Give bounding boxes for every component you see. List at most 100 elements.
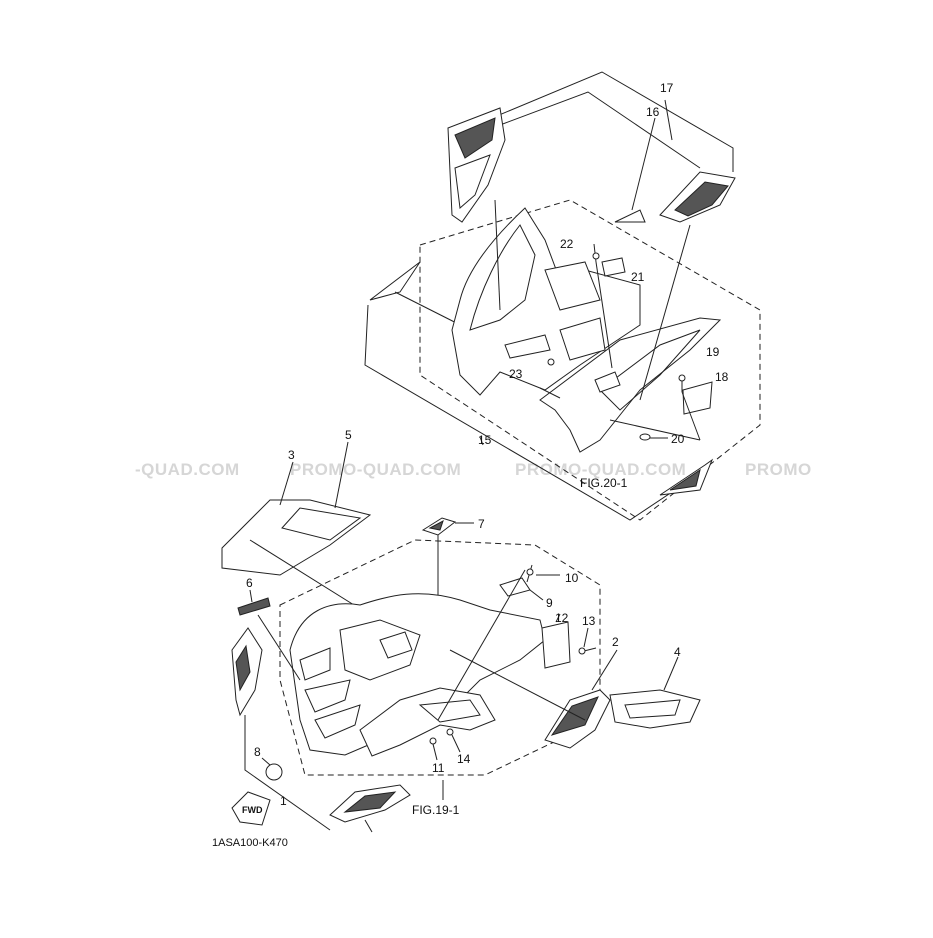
- rear-fender-box: [559, 317, 606, 361]
- front-top-decal: [221, 499, 372, 576]
- callout-4: 4: [674, 645, 681, 659]
- leader-15: [479, 436, 484, 446]
- leader-16: [499, 91, 701, 169]
- callout-10: 10: [565, 571, 579, 585]
- part-20-cap: [639, 433, 651, 441]
- part-4-decal-stripe: [624, 699, 681, 719]
- front-fender-hood: [379, 631, 413, 659]
- leader-2b: [449, 649, 586, 721]
- part-18-label: [682, 381, 713, 415]
- part-22-head: [592, 252, 600, 260]
- fig-20-1-ref: FIG.20-1: [580, 476, 628, 490]
- callout-19: 19: [706, 345, 720, 359]
- leader-19: [681, 391, 701, 441]
- part-2-decal-logo: [550, 696, 599, 736]
- leader-16-left: [494, 199, 501, 311]
- callout-1: 1: [280, 794, 287, 808]
- rear-decal-left-logo: [454, 117, 496, 159]
- leader-1: [244, 715, 331, 831]
- callout-20: 20: [671, 432, 685, 446]
- leader-16b: [631, 117, 656, 211]
- rear-decal-left-stripe: [454, 154, 491, 209]
- rear-flap-left: [369, 261, 421, 301]
- watermark-1: -QUAD.COM: [135, 460, 240, 479]
- callout-18: 18: [715, 370, 729, 384]
- leader-12: [555, 613, 561, 623]
- front-fender-grille-1: [304, 679, 351, 713]
- fig-19-1-ref: FIG.19-1: [412, 803, 460, 817]
- callout-8: 8: [254, 745, 261, 759]
- callout-12: 12: [555, 611, 569, 625]
- leader-16-right: [639, 224, 691, 401]
- rear-fender-group: [364, 71, 761, 521]
- front-fender-grille-2: [314, 704, 361, 739]
- part-4-decal: [609, 689, 701, 729]
- part-13-head: [578, 647, 586, 655]
- leader-3: [279, 461, 294, 506]
- rear-fender-panel: [469, 224, 536, 331]
- callout-16: 16: [646, 105, 660, 119]
- rear-side-panel-stripe: [599, 329, 701, 411]
- front-fender-group: FWD: [221, 441, 701, 833]
- rear-fender-seat: [544, 261, 601, 311]
- leader-3b: [249, 539, 371, 616]
- leader-10-down: [437, 569, 526, 721]
- part-12-plate: [541, 621, 571, 669]
- rear-lower-decal-fill: [669, 468, 701, 491]
- watermark-4: PROMO: [745, 460, 812, 479]
- rear-decal-right-small: [614, 209, 646, 223]
- part-21-label: [601, 257, 626, 277]
- callout-2: 2: [612, 635, 619, 649]
- callout-15: 15: [478, 433, 492, 447]
- leader-6b: [257, 614, 301, 681]
- rear-fender-badge: [504, 334, 551, 359]
- front-lower-decal-logo: [343, 791, 397, 813]
- part-6-decal: [237, 597, 271, 616]
- part-11-nut: [429, 737, 437, 745]
- front-lower-fender: [359, 687, 496, 757]
- rear-lower-decal: [659, 458, 714, 496]
- front-top-decal-stripe: [281, 507, 362, 541]
- part-1-fwd-decal: [231, 791, 271, 826]
- part-10-head: [526, 568, 534, 576]
- rear-side-plate: [594, 371, 621, 393]
- leader-13: [583, 627, 589, 648]
- front-fender-grille-3: [299, 647, 331, 681]
- diagram-code: 1ASA100-K470: [212, 837, 288, 849]
- leader-6: [249, 589, 253, 603]
- leader-2: [591, 649, 618, 691]
- leader-4: [663, 656, 679, 691]
- rear-decal-right-logo: [674, 181, 729, 217]
- leader-14: [451, 734, 461, 753]
- callout-23: 23: [509, 367, 523, 381]
- callout-7: 7: [478, 517, 485, 531]
- callout-22: 22: [560, 237, 574, 251]
- callout-14: 14: [457, 752, 471, 766]
- part-19-head: [678, 374, 686, 382]
- leader-8: [261, 757, 271, 766]
- part-7-decal-mark: [428, 519, 444, 531]
- part-14-clip: [446, 728, 454, 736]
- leader-15-outline: [364, 304, 706, 521]
- callout-11: 11: [432, 761, 445, 775]
- rear-side-panel: [539, 317, 722, 453]
- watermark-2: PROMO-QUAD.COM: [290, 460, 461, 479]
- fwd-decal-text: FWD: [242, 805, 263, 815]
- rear-dashed-boundary: [419, 199, 761, 521]
- callout-5: 5: [345, 428, 352, 442]
- leader-9: [529, 589, 544, 601]
- leader-23: [539, 387, 561, 399]
- front-lower-fender-line: [418, 699, 481, 723]
- leader-11: [432, 743, 438, 761]
- front-left-decal-logo: [235, 644, 251, 692]
- rear-decal-left: [447, 107, 506, 223]
- leader-17: [491, 71, 734, 172]
- leader-17b: [664, 99, 673, 141]
- callout-6: 6: [246, 576, 253, 590]
- watermark-3: PROMO-QUAD.COM: [515, 460, 686, 479]
- callout-17: 17: [660, 81, 674, 95]
- part-23-nut: [547, 358, 555, 366]
- leader-22-down: [595, 261, 613, 369]
